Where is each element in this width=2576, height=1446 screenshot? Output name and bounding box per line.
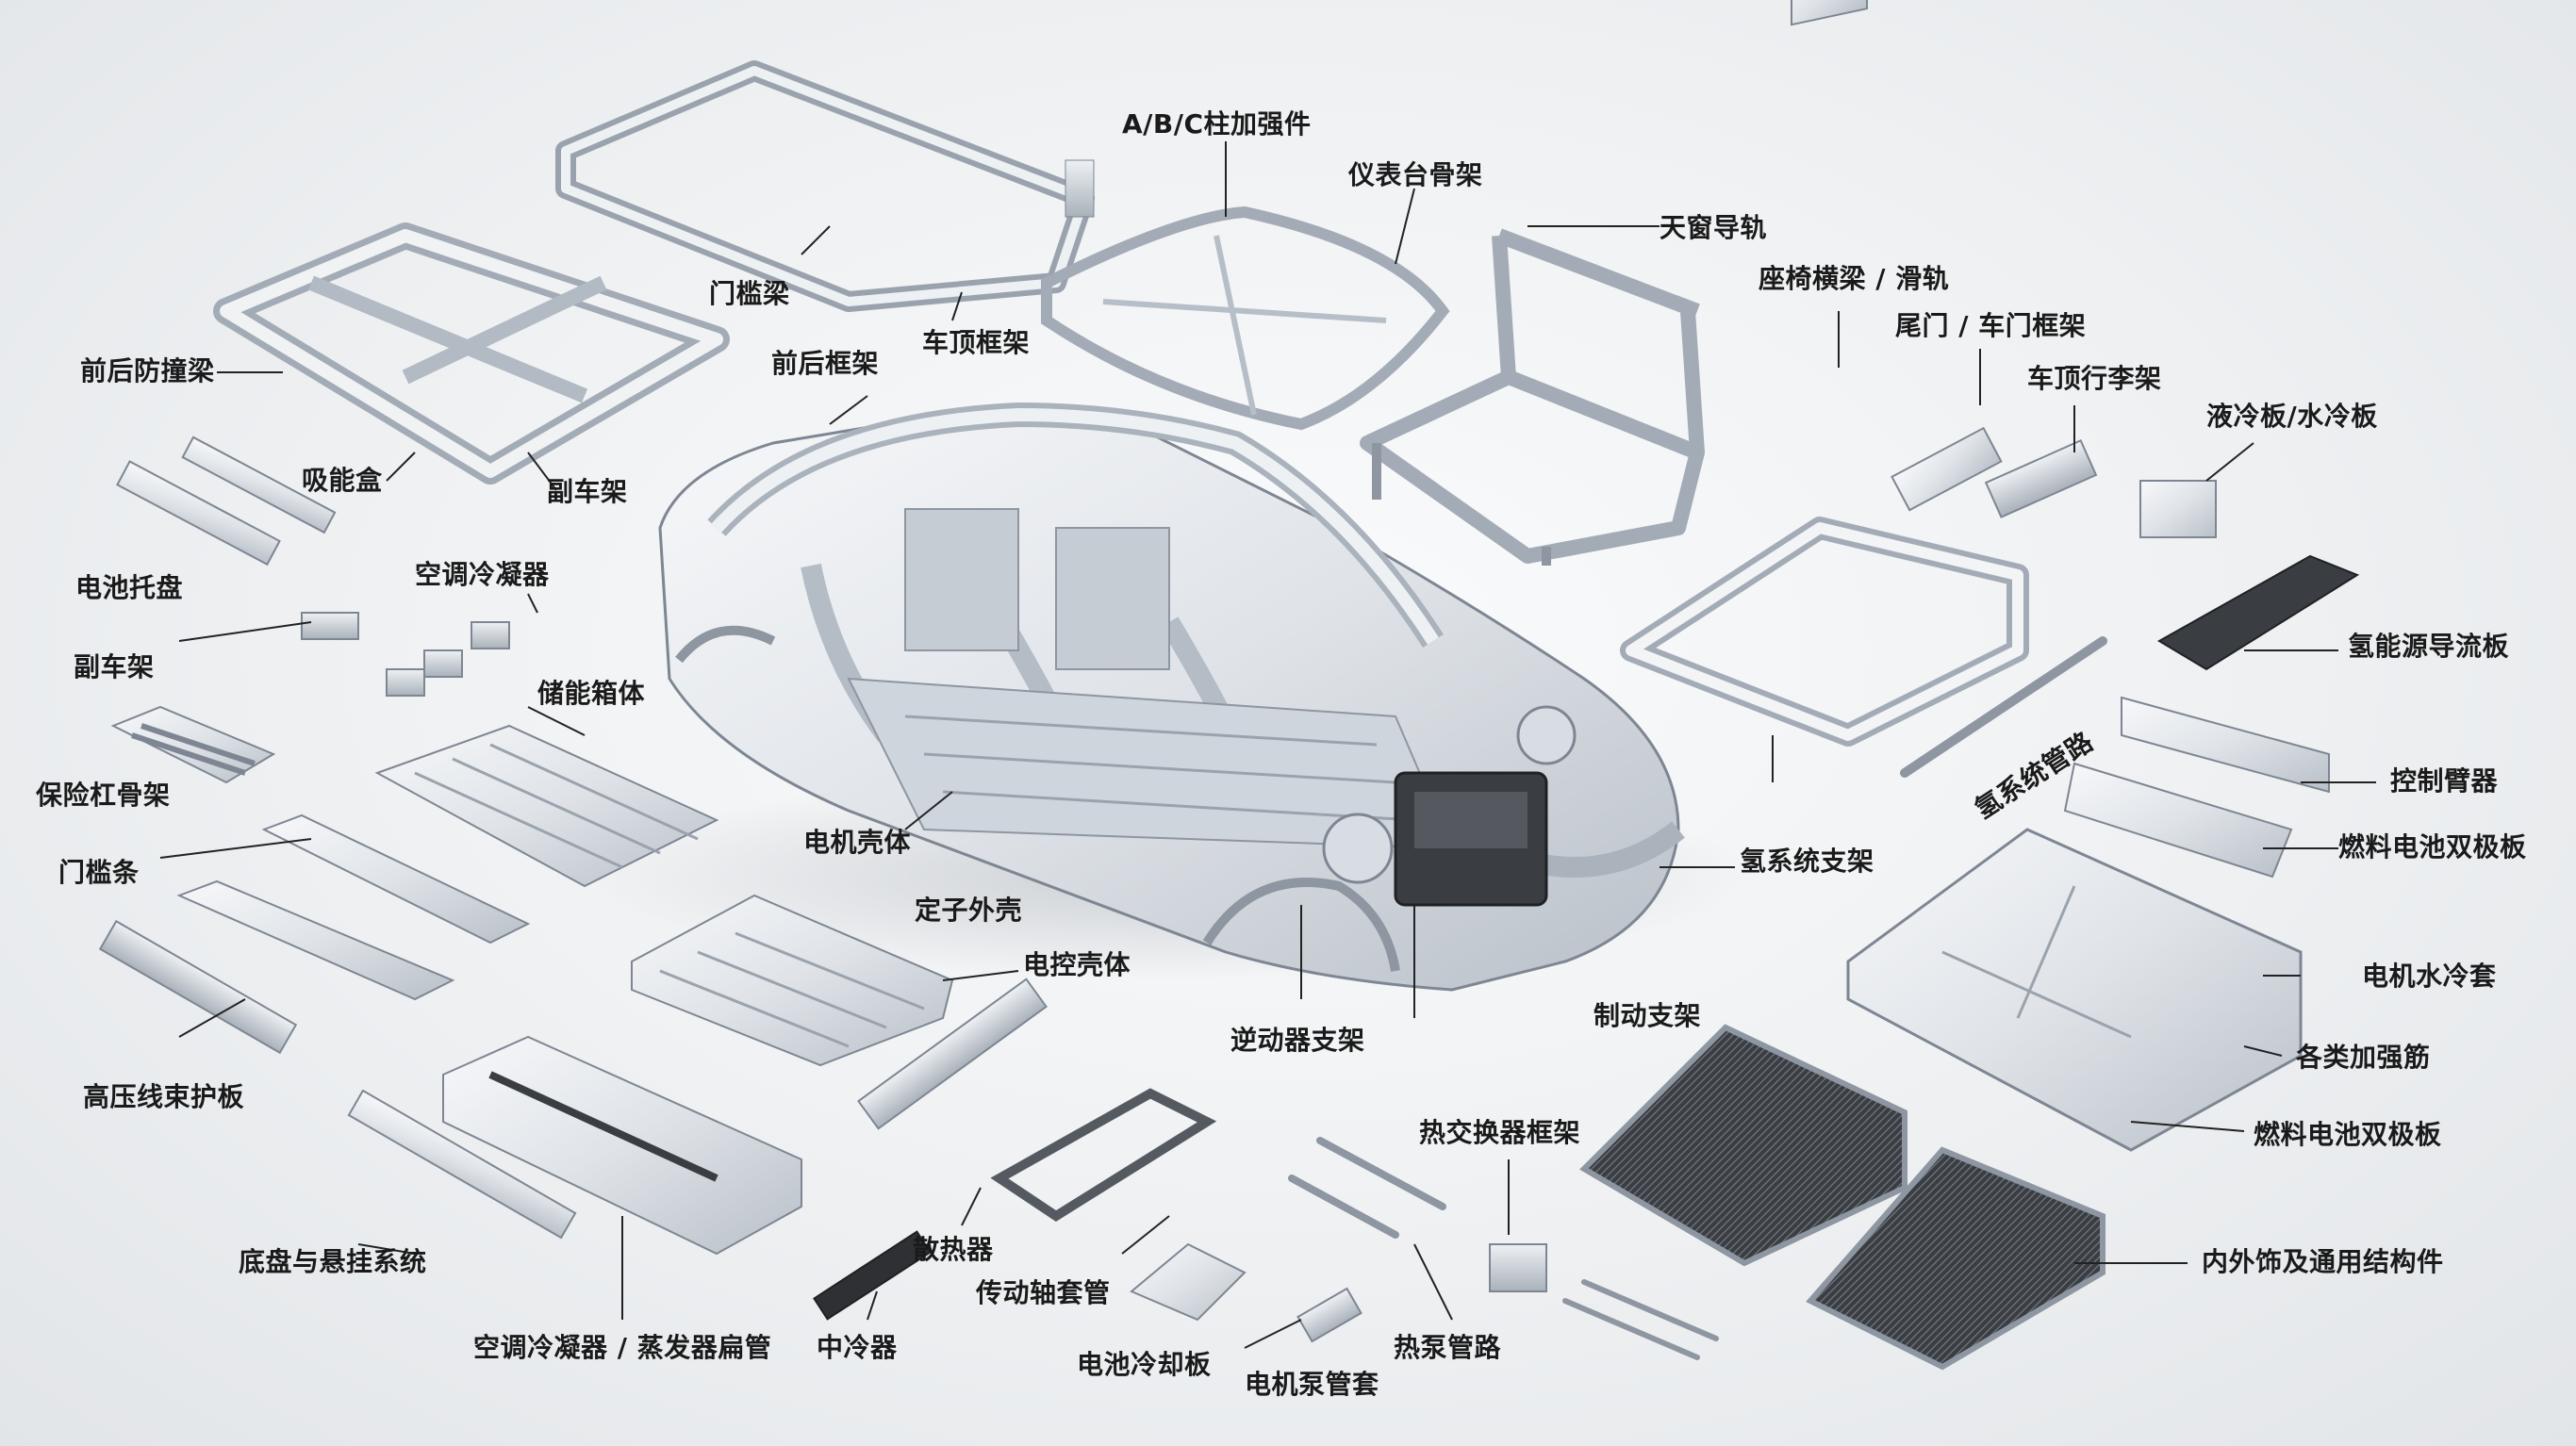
label-ac-condenser-evaporator-tube: 空调冷凝器 / 蒸发器扁管 — [473, 1332, 772, 1363]
tailgate-frame-part — [1891, 426, 2003, 512]
label-seat-crossbeam-rail: 座椅横梁 / 滑轨 — [1759, 263, 1950, 294]
car-body-in-white — [585, 402, 1754, 992]
label-control-arm: 控制臂器 — [2390, 765, 2499, 797]
label-sunroof-rail: 天窗导轨 — [1660, 212, 1768, 243]
label-ac-condenser: 空调冷凝器 — [415, 559, 550, 590]
label-subframe-left: 副车架 — [74, 651, 155, 682]
rod-d — [1581, 1279, 1719, 1341]
label-subframe-top: 副车架 — [547, 476, 628, 507]
label-inverter-bracket: 逆动器支架 — [1230, 1025, 1365, 1056]
motor-pump-sleeve-part — [1296, 1287, 1362, 1343]
subframe-part — [181, 435, 337, 534]
hydrogen-flow-plate-part — [2157, 554, 2360, 671]
small-block-c — [386, 668, 425, 697]
label-fuel-cell-bipolar-plate-top: 燃料电池双极板 — [2338, 831, 2527, 863]
label-drive-shaft-sleeve: 传动轴套管 — [976, 1277, 1111, 1308]
label-interior-exterior-structures: 内外饰及通用结构件 — [2202, 1246, 2444, 1277]
label-door-sill-beam: 门槛梁 — [709, 278, 790, 309]
label-door-sill-strip: 门槛条 — [58, 857, 140, 888]
label-stator-housing: 定子外壳 — [915, 895, 1023, 926]
drive-shaft-frame-part — [990, 1088, 1217, 1222]
energy-storage-box-part — [374, 724, 719, 888]
label-motor-pump-sleeve: 电机泵管套 — [1245, 1369, 1379, 1400]
roof-rack-part — [1984, 439, 2098, 518]
small-block-b — [423, 649, 463, 678]
label-radiator: 散热器 — [913, 1234, 994, 1265]
dashboard-frame-part — [1041, 205, 1450, 431]
label-chassis-suspension-system: 底盘与悬挂系统 — [239, 1246, 427, 1277]
label-roof-luggage-rack: 车顶行李架 — [2027, 363, 2162, 394]
air-duct-part — [442, 1035, 802, 1256]
label-heat-exchanger-frame: 热交换器框架 — [1419, 1117, 1581, 1148]
label-hydrogen-system-bracket: 氢系统支架 — [1740, 846, 1874, 877]
label-battery-tray: 电池托盘 — [75, 572, 184, 603]
label-fuel-cell-bipolar-plate-bottom: 燃料电池双极板 — [2254, 1119, 2442, 1150]
liquid-cooling-plate-part — [2139, 480, 2217, 538]
door-sill-strip-part — [176, 813, 531, 1001]
rod-c — [1562, 1298, 1700, 1360]
radiator-part — [857, 978, 1048, 1130]
label-electronic-control-housing: 电控壳体 — [1023, 949, 1131, 980]
sunroof-rail-part — [1360, 228, 1705, 566]
chassis-bracket-part — [347, 1089, 577, 1240]
battery-cooling-plate-part — [1130, 1242, 1247, 1322]
hydrogen-pipeline-part — [1900, 636, 2107, 778]
label-abc-pillar-reinforcement: A/B/C柱加强件 — [1122, 108, 1312, 140]
label-brake-bracket: 制动支架 — [1593, 1000, 1702, 1031]
label-battery-cooling-plate: 电池冷却板 — [1077, 1349, 1212, 1380]
label-hydrogen-flow-plate: 氢能源导流板 — [2348, 631, 2510, 662]
leader-lines — [159, 141, 2376, 1349]
label-front-rear-bumper-beam: 前后防撞梁 — [80, 355, 215, 386]
rod-b — [1316, 1137, 1446, 1210]
label-tailgate-door-frame: 尾门 / 车门框架 — [1895, 310, 2087, 341]
seat-rail-part — [1791, 0, 1868, 26]
intercooler-part — [813, 1230, 932, 1321]
label-liquid-water-cooling-plate: 液冷板/水冷板 — [2206, 401, 2378, 432]
ac-condenser-part — [301, 612, 359, 640]
high-voltage-guard-part — [98, 919, 298, 1055]
small-block-a — [471, 621, 510, 649]
label-roof-frame: 车顶框架 — [922, 327, 1031, 358]
label-high-voltage-harness-guard: 高压线束护板 — [83, 1081, 245, 1112]
heat-exchanger-panel-part — [1579, 1024, 2105, 1371]
label-motor-water-jacket: 电机水冷套 — [2362, 961, 2497, 992]
heat-exchanger-frame-part — [1489, 1243, 1547, 1292]
label-various-reinforcing-ribs: 各类加强筋 — [2296, 1042, 2431, 1073]
motor-housing-part — [631, 894, 954, 1067]
label-front-rear-frame: 前后框架 — [771, 348, 880, 379]
front-rear-bumper-beam-part — [213, 222, 730, 485]
fuel-cell-bipolar-plate-part — [1846, 828, 2303, 1152]
label-intercooler: 中冷器 — [817, 1332, 898, 1363]
door-sill-beam-part — [555, 60, 1095, 312]
label-dashboard-frame: 仪表台骨架 — [1348, 159, 1483, 190]
label-bumper-skeleton: 保险杠骨架 — [36, 780, 171, 811]
battery-tray-part — [116, 460, 281, 567]
large-frame-part — [1620, 517, 2029, 747]
rod-a — [1288, 1175, 1399, 1239]
label-heat-pump-pipeline: 热泵管路 — [1394, 1332, 1502, 1363]
label-energy-absorber-box: 吸能盒 — [302, 465, 383, 496]
control-arm-part — [2063, 696, 2330, 879]
bumper-skeleton-part — [110, 705, 276, 784]
label-energy-storage-box: 储能箱体 — [537, 678, 646, 709]
label-motor-housing: 电机壳体 — [803, 827, 912, 858]
